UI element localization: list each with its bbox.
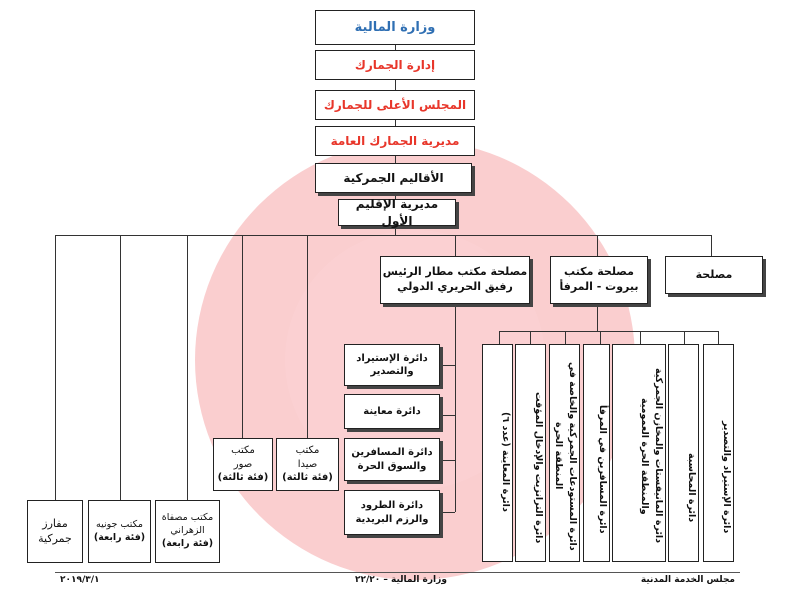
airport-unit-parcels: دائرة الطرود والرزم البريدية: [344, 490, 440, 535]
connector: [499, 331, 500, 344]
drop-port: [597, 235, 598, 256]
port-unit-label: دائرة المحاسبة: [686, 453, 697, 523]
beirut-port-label: مصلحة مكتب: [564, 265, 634, 279]
drop-saida: [307, 235, 308, 438]
ministry-box: وزارة المالية: [315, 10, 475, 45]
saida-name: صيدا: [297, 458, 318, 470]
sour-category: (فئة ثالثة): [217, 472, 269, 484]
port-unit-accounting: دائرة المحاسبة: [668, 344, 699, 562]
sour-office-box: مكتب صور (فئة ثالثة): [213, 438, 273, 491]
port-unit-passengers: دائرة المسافرين في المرفأ: [583, 344, 610, 562]
beirut-port-box: مصلحة مكتب بيروت - المرفأ: [550, 256, 648, 304]
airport-spine: [455, 307, 456, 512]
footer-ministry-text: وزارة المالية – ٢٢/٢٠: [355, 575, 447, 585]
sour-name: صور: [233, 458, 253, 470]
port-unit-label: دائرة المانيفستات والمخازن الجمركية والم…: [639, 368, 664, 544]
footer-council-text: مجلس الخدمة المدنية: [640, 575, 735, 585]
airport-unit-import-export: دائرة الإستيراد والتصدير: [344, 344, 440, 386]
posts-label: مفارز: [42, 516, 68, 530]
footer-date: ٢٠١٩/٣/١: [60, 575, 100, 585]
port-bus: [499, 331, 718, 332]
connector: [395, 229, 396, 235]
ministry-label: وزارة المالية: [354, 19, 436, 35]
customs-admin-box: إدارة الجمارك: [315, 50, 475, 80]
drop-jounieh: [120, 235, 121, 500]
port-unit-label: دائرة الإستيراد والتصدير: [721, 420, 732, 534]
saida-office-box: مكتب صيدا (فئة ثالثة): [276, 438, 339, 491]
airport-unit-inspection: دائرة معاينة: [344, 394, 440, 429]
airport-unit-label: دائرة الطرود والرزم البريدية: [355, 500, 429, 525]
port-unit-label: دائرة المسافرين في المرفأ: [597, 404, 608, 534]
airport-unit-passengers: دائرة المسافرين والسوق الحرة: [344, 438, 440, 481]
port-unit-label: دائرة المعاينة (عدد ٦): [500, 412, 511, 512]
footer-rule: [55, 572, 740, 573]
general-directorate-label: مديرية الجمارك العامة: [330, 133, 460, 148]
first-region-box: مديرية الإقليم الأول: [338, 197, 456, 228]
saida-category: (فئة ثالثة): [282, 472, 333, 484]
drop-posts: [55, 235, 56, 500]
zahrani-category: (فئة رابعة): [161, 537, 214, 549]
port-unit-manifests: دائرة المانيفستات والمخازن الجمركية والم…: [612, 344, 666, 562]
drop-zahrani: [187, 235, 188, 500]
airport-unit-label: دائرة المسافرين والسوق الحرة: [351, 447, 433, 472]
port-unit-label: دائرة المستودعات الجمركية والخاصة في الم…: [553, 361, 578, 551]
department-box: مصلحة: [665, 256, 763, 294]
jounieh-office-box: مكتب جونيه (فئة رابعة): [88, 500, 151, 563]
regions-box: الأقاليم الجمركية: [315, 163, 472, 193]
connector: [597, 307, 598, 331]
connector: [443, 365, 455, 366]
posts-sublabel: جمركية: [38, 531, 72, 545]
footer-council: مجلس الخدمة المدنية: [641, 575, 735, 585]
saida-label: مكتب: [295, 445, 320, 457]
airport-unit-label: دائرة الإستيراد والتصدير: [356, 352, 428, 378]
general-directorate-box: مديرية الجمارك العامة: [315, 126, 475, 156]
zahrani-label: مكتب مصفاة: [161, 512, 214, 524]
connector: [395, 80, 396, 90]
connector: [718, 331, 719, 344]
airport-sublabel: رفيق الحريري الدولي: [397, 280, 513, 293]
connector: [395, 120, 396, 126]
port-unit-warehouses: دائرة المستودعات الجمركية والخاصة في الم…: [549, 344, 580, 562]
drop-department: [711, 235, 712, 256]
connector: [565, 331, 566, 344]
port-unit-transit: دائرة الترانزيت والإدخال المؤقت: [515, 344, 546, 562]
connector: [443, 512, 455, 513]
zahrani-name: الزهراني: [170, 525, 205, 537]
footer-date-text: ٢٠١٩/٣/١: [60, 575, 100, 585]
footer-ministry: وزارة المالية – ٢٢/٢٠: [355, 575, 447, 585]
connector: [395, 156, 396, 163]
sour-label: مكتب: [231, 445, 255, 457]
connector: [600, 331, 601, 344]
connector: [640, 331, 641, 344]
first-region-label: مديرية الإقليم الأول: [355, 197, 439, 228]
connector: [443, 460, 455, 461]
jounieh-category: (فئة رابعة): [93, 531, 146, 543]
supreme-council-box: المجلس الأعلى للجمارك: [315, 90, 475, 120]
connector: [395, 45, 396, 50]
drop-sour: [242, 235, 243, 438]
customs-admin-label: إدارة الجمارك: [354, 57, 436, 72]
department-label: مصلحة: [695, 267, 733, 281]
drop-airport: [455, 235, 456, 256]
beirut-port-sublabel: بيروت - المرفأ: [559, 280, 639, 293]
connector: [443, 415, 455, 416]
connector: [395, 196, 396, 199]
airport-box: مصلحة مكتب مطار الرئيس رفيق الحريري الدو…: [380, 256, 530, 304]
connector: [530, 331, 531, 344]
port-unit-inspection: دائرة المعاينة (عدد ٦): [482, 344, 513, 562]
airport-label: مصلحة مكتب مطار الرئيس: [382, 265, 528, 279]
connector: [684, 331, 685, 344]
zahrani-office-box: مكتب مصفاة الزهراني (فئة رابعة): [155, 500, 220, 563]
main-bus: [55, 235, 711, 236]
port-unit-label: دائرة الترانزيت والإدخال المؤقت: [533, 392, 544, 544]
supreme-council-label: المجلس الأعلى للجمارك: [323, 97, 467, 112]
regions-label: الأقاليم الجمركية: [343, 170, 444, 185]
port-unit-import-export: دائرة الإستيراد والتصدير: [703, 344, 734, 562]
jounieh-label: مكتب جونيه: [96, 518, 143, 530]
airport-unit-label: دائرة معاينة: [363, 405, 421, 417]
customs-posts-box: مفارز جمركية: [27, 500, 83, 563]
